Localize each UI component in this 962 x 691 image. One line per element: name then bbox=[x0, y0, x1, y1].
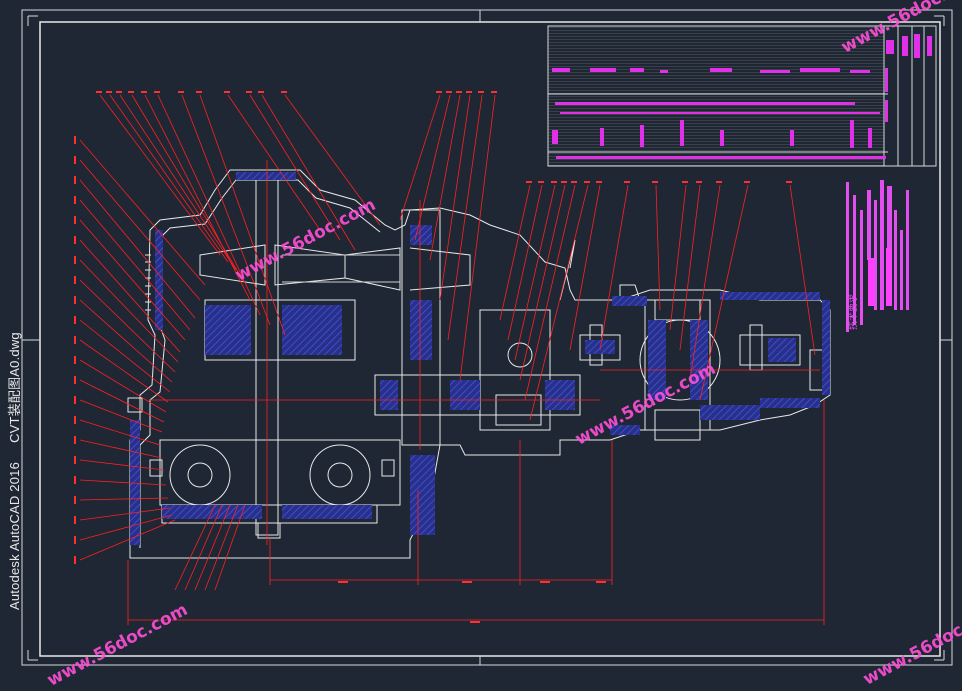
window-caption: Autodesk AutoCAD 2016 CVT装配图A0.dwg bbox=[4, 332, 23, 610]
part-number-labels bbox=[74, 91, 792, 623]
leader-lines bbox=[79, 94, 825, 625]
cvt-assembly-drawing[interactable] bbox=[127, 169, 831, 559]
app-name: Autodesk AutoCAD 2016 bbox=[7, 461, 22, 610]
technical-requirements-title: 技术要求 bbox=[849, 293, 859, 330]
parts-list-table[interactable] bbox=[547, 25, 937, 167]
sheet-frame bbox=[21, 9, 953, 666]
file-name: CVT装配图A0.dwg bbox=[7, 332, 22, 443]
drawing-canvas[interactable] bbox=[0, 0, 962, 673]
technical-requirements-block bbox=[846, 180, 909, 332]
magenta-highlights bbox=[868, 248, 892, 306]
